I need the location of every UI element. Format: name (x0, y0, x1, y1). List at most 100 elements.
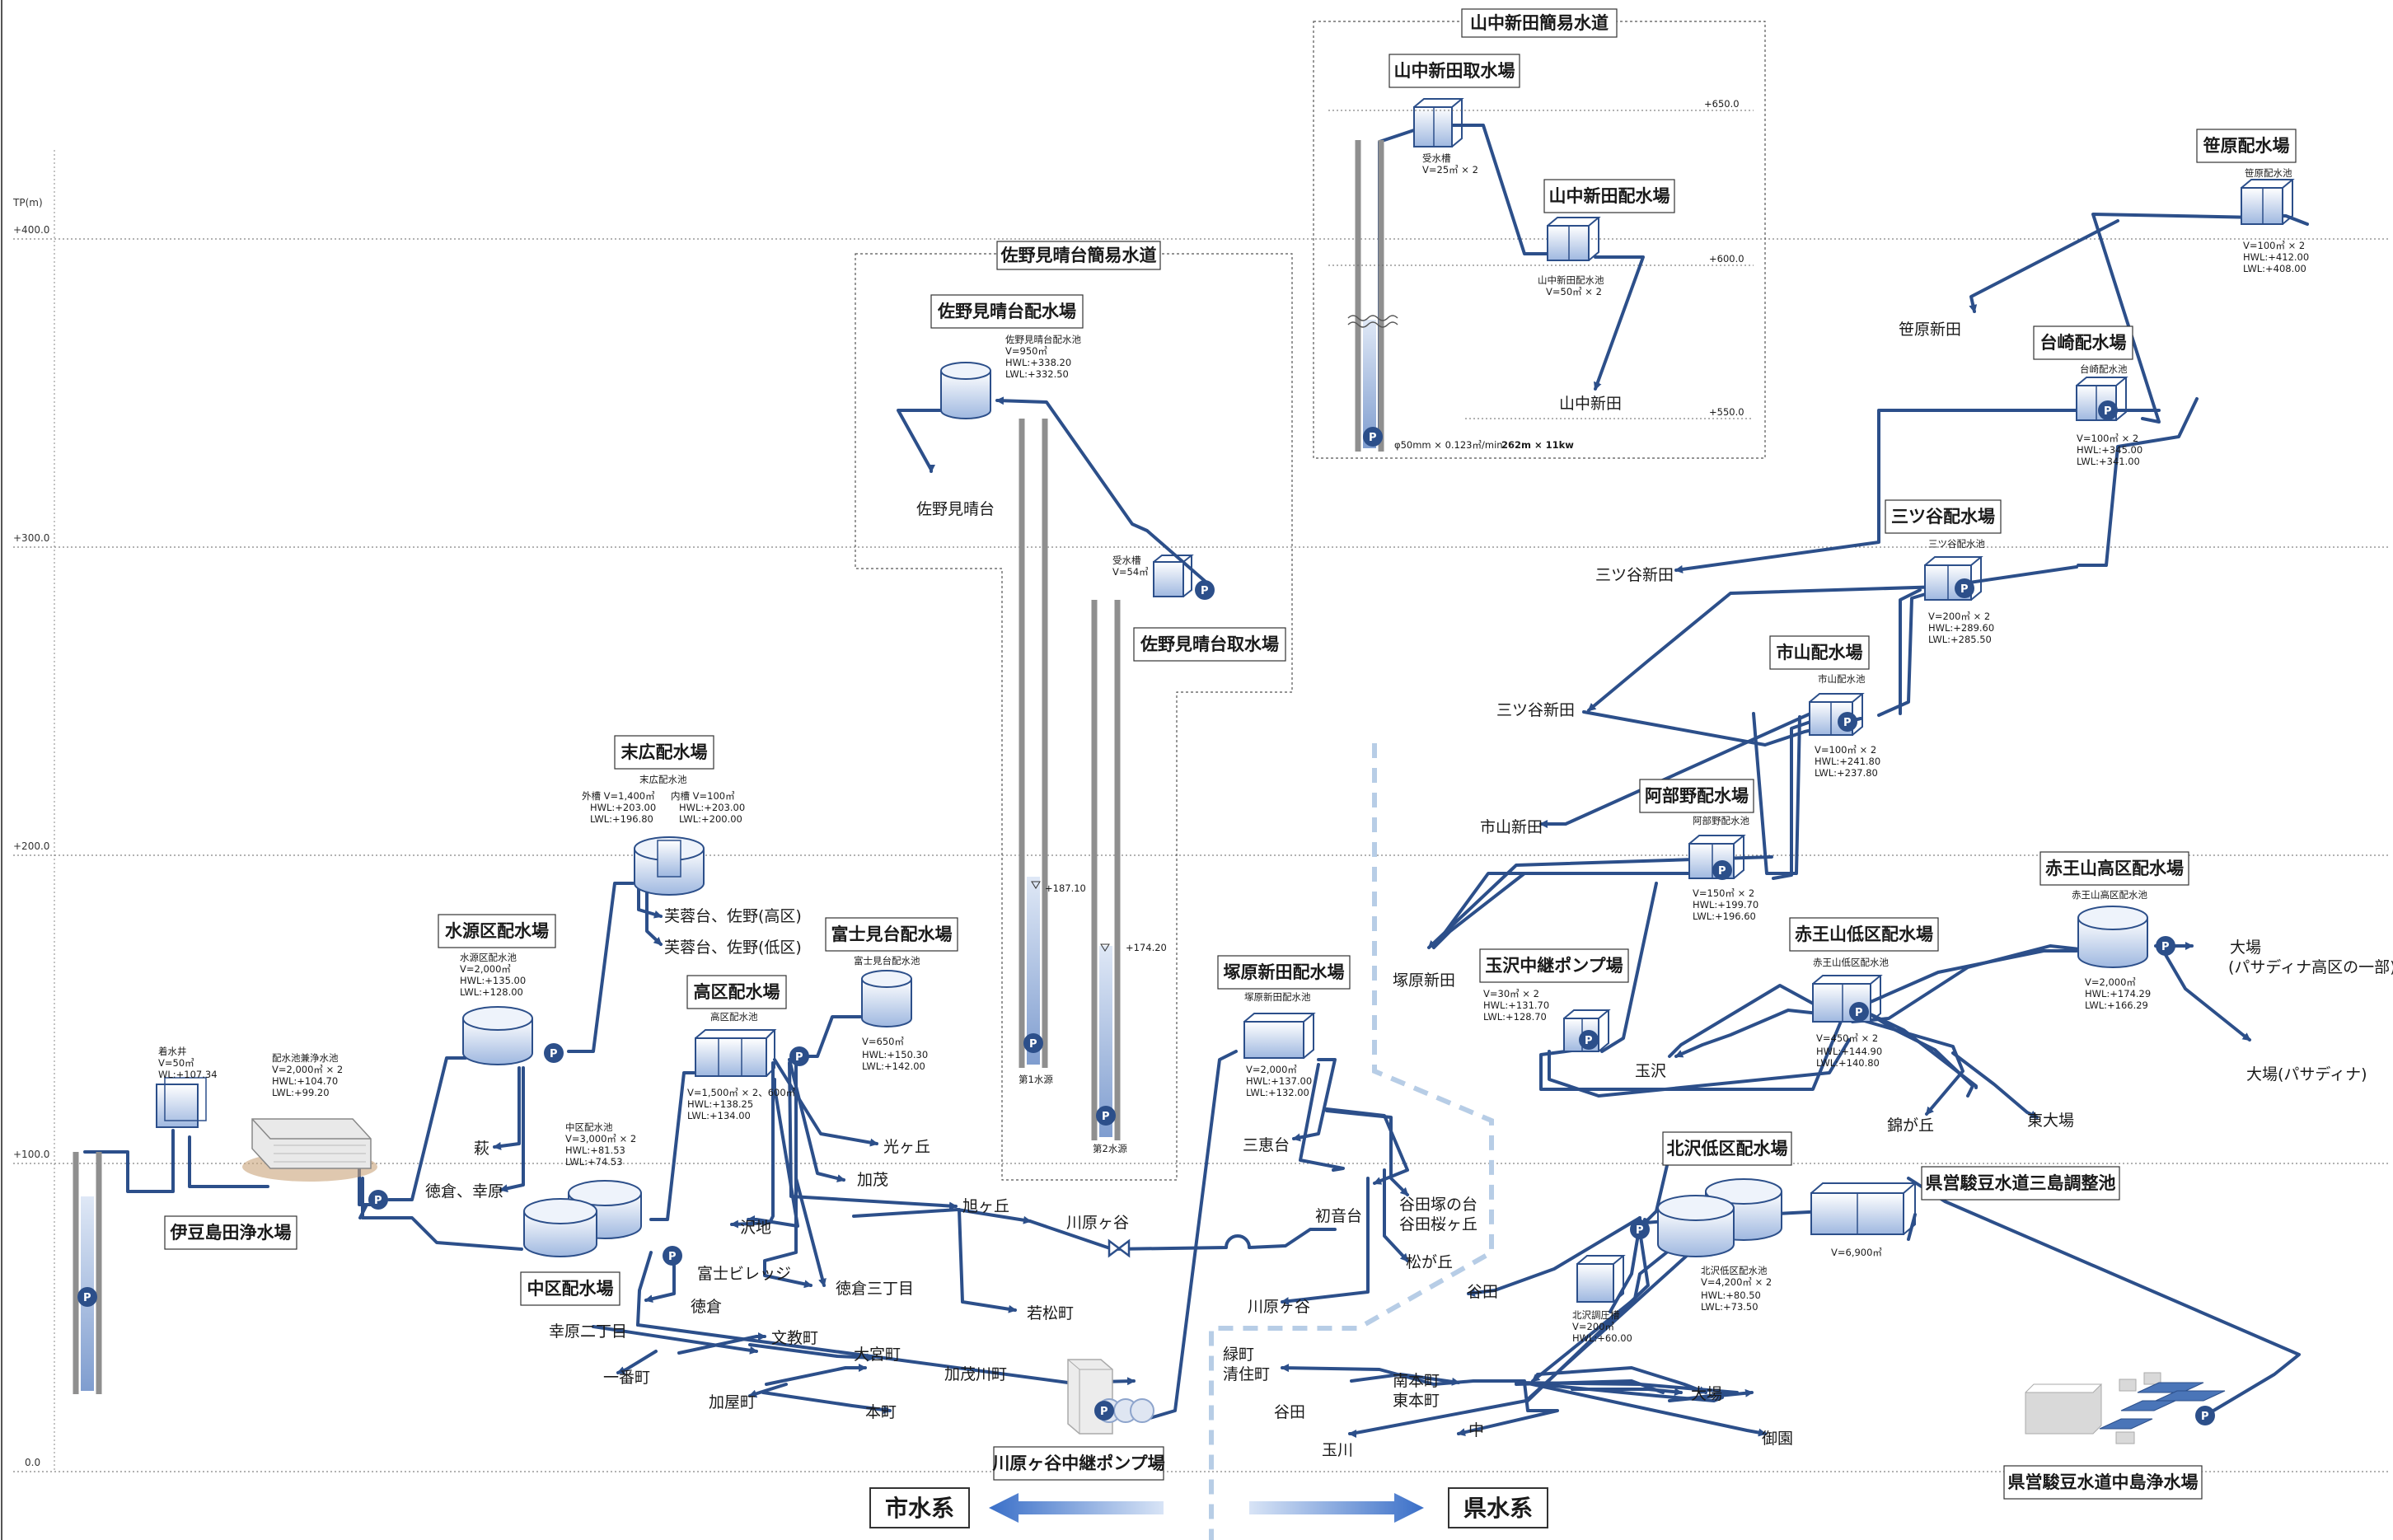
svg-text:HWL:+203.00: HWL:+203.00 (590, 802, 656, 813)
svg-text:塚原新田: 塚原新田 (1393, 971, 1455, 990)
svg-text:HWL:+137.00: HWL:+137.00 (1246, 1075, 1312, 1087)
svg-text:萩: 萩 (474, 1140, 489, 1158)
svg-text:HWL:+241.80: HWL:+241.80 (1815, 756, 1880, 767)
svg-text:富士ビレッジ: 富士ビレッジ (697, 1265, 791, 1283)
mishima-chosei-tank (1810, 1182, 1918, 1235)
kitazawa-tanks (1657, 1178, 1782, 1257)
svg-text:笹原新田: 笹原新田 (1899, 321, 1961, 339)
svg-text:文教町: 文教町 (771, 1329, 818, 1347)
svg-text:V=54㎥: V=54㎥ (1112, 566, 1149, 578)
svg-text:佐野見晴台: 佐野見晴台 (916, 500, 995, 518)
svg-text:LWL:+196.80: LWL:+196.80 (590, 813, 653, 825)
svg-text:HWL:+81.53: HWL:+81.53 (565, 1144, 625, 1156)
svg-text:LWL:+140.80: LWL:+140.80 (1816, 1057, 1880, 1069)
kitazawa-chousei-tank (1576, 1255, 1626, 1303)
sano-jusui-tank (1153, 555, 1194, 597)
svg-text:加茂川町: 加茂川町 (944, 1365, 1007, 1383)
yamanaka-frame (1313, 21, 1766, 459)
svg-text:佐野見晴台配水池: 佐野見晴台配水池 (1005, 334, 1081, 345)
svg-text:LWL:+332.50: LWL:+332.50 (1005, 368, 1069, 380)
yamanaka-frame-label: 山中新田簡易水道 (1470, 13, 1609, 33)
svg-text:一番町: 一番町 (603, 1369, 650, 1387)
svg-text:水源区配水池: 水源区配水池 (460, 952, 517, 963)
abeno-label: 阿部野配水場 (1645, 786, 1749, 806)
fujimidai-label: 富士見台配水場 (831, 924, 953, 944)
nakajima-jousui-plant (2025, 1372, 2226, 1444)
svg-text:P: P (795, 1051, 803, 1064)
svg-text:V=25㎥ × 2: V=25㎥ × 2 (1422, 164, 1478, 176)
svg-text:受水槽: 受水槽 (1112, 555, 1141, 566)
svg-text:LWL:+237.80: LWL:+237.80 (1815, 767, 1878, 779)
svg-text:P: P (1843, 717, 1852, 729)
svg-text:沢地: 沢地 (740, 1219, 771, 1237)
svg-text:HWL:+60.00: HWL:+60.00 (1572, 1332, 1632, 1344)
svg-text:HWL:+199.70: HWL:+199.70 (1693, 899, 1758, 910)
svg-text:台崎配水池: 台崎配水池 (2080, 363, 2128, 375)
svg-text:末広配水池: 末広配水池 (639, 774, 687, 785)
tsukahara-tank (1243, 1013, 1316, 1059)
svg-text:V=50㎥ × 2: V=50㎥ × 2 (1546, 286, 1602, 297)
akaoyama-kou-tank (2077, 906, 2148, 968)
sano-shusui-label: 佐野見晴台取水場 (1140, 634, 1279, 654)
svg-text:HWL:+104.70: HWL:+104.70 (272, 1075, 338, 1087)
facility-labels: 伊豆島田浄水場 水源区配水場 末広配水場 中区配水場 高区配水場 富士見台配水場… (164, 54, 2297, 1500)
abeno-tank (1688, 835, 1746, 879)
svg-text:HWL:+150.30: HWL:+150.30 (862, 1049, 928, 1060)
ichiyama-label: 市山配水場 (1777, 643, 1863, 662)
svg-text:P: P (374, 1195, 382, 1207)
svg-text:V=2,000㎥ × 2: V=2,000㎥ × 2 (272, 1064, 343, 1075)
svg-text:P: P (668, 1251, 677, 1263)
svg-text:V=150㎥ × 2: V=150㎥ × 2 (1693, 887, 1754, 899)
svg-text:光ヶ丘: 光ヶ丘 (883, 1138, 930, 1156)
svg-text:清住町: 清住町 (1223, 1365, 1270, 1383)
svg-text:262m × 11kw: 262m × 11kw (1501, 439, 1574, 451)
nakaku-label: 中区配水場 (527, 1279, 614, 1299)
svg-text:谷田塚の台: 谷田塚の台 (1399, 1196, 1477, 1214)
svg-text:阿部野配水池: 阿部野配水池 (1693, 815, 1749, 826)
svg-text:大場(パサディナ): 大場(パサディナ) (2246, 1065, 2367, 1084)
svg-text:HWL:+289.60: HWL:+289.60 (1928, 622, 1994, 634)
svg-text:富士見台配水池: 富士見台配水池 (854, 955, 920, 967)
sano-tank (940, 362, 991, 419)
svg-text:LWL:+128.00: LWL:+128.00 (460, 986, 523, 998)
svg-text:山中新田: 山中新田 (1559, 395, 1622, 413)
svg-text:LWL:+74.53: LWL:+74.53 (565, 1156, 623, 1168)
svg-text:第2水源: 第2水源 (1093, 1143, 1127, 1154)
svg-text:V=650㎥: V=650㎥ (862, 1036, 904, 1047)
prefecture-system-label: 県水系 (1463, 1495, 1533, 1522)
svg-text:V=3,000㎥ × 2: V=3,000㎥ × 2 (565, 1133, 636, 1144)
svg-text:P: P (1100, 1406, 1108, 1418)
svg-text:谷田桜ヶ丘: 谷田桜ヶ丘 (1399, 1215, 1477, 1233)
svg-text:LWL:+132.00: LWL:+132.00 (1246, 1087, 1309, 1098)
svg-text:徳倉三丁目: 徳倉三丁目 (836, 1280, 914, 1298)
jousuichi-building (242, 1118, 377, 1182)
izushimada-source-well (73, 1152, 102, 1394)
svg-text:P: P (1029, 1038, 1037, 1051)
svg-text:東大場: 東大場 (2027, 1112, 2074, 1130)
svg-text:LWL:+99.20: LWL:+99.20 (272, 1087, 330, 1098)
svg-text:P: P (2161, 941, 2170, 953)
svg-text:HWL:+338.20: HWL:+338.20 (1005, 357, 1071, 368)
svg-text:旭ヶ丘: 旭ヶ丘 (962, 1197, 1009, 1215)
svg-text:笹原配水池: 笹原配水池 (2245, 167, 2292, 179)
yamanaka-haisui-tank (1547, 217, 1601, 261)
svg-text:P: P (1585, 1035, 1593, 1047)
svg-text:φ50mm × 0.123㎥/min: φ50mm × 0.123㎥/min (1394, 439, 1503, 451)
svg-text:着水井: 着水井 (158, 1046, 187, 1057)
svg-text:P: P (1201, 585, 1209, 597)
svg-text:P: P (1718, 865, 1726, 878)
sasahara-label: 笹原配水場 (2203, 136, 2290, 156)
svg-text:市山配水池: 市山配水池 (1818, 673, 1866, 685)
svg-text:HWL:+131.70: HWL:+131.70 (1483, 999, 1549, 1011)
svg-text:芙蓉台、佐野(低区): 芙蓉台、佐野(低区) (664, 939, 802, 957)
svg-text:LWL:+142.00: LWL:+142.00 (862, 1060, 925, 1072)
izushimada-label: 伊豆島田浄水場 (170, 1223, 292, 1243)
sano-haisui-label: 佐野見晴台配水場 (937, 302, 1076, 321)
svg-text:HWL:+174.29: HWL:+174.29 (2085, 988, 2151, 999)
svg-text:南本町: 南本町 (1393, 1372, 1440, 1390)
svg-text:WL:+107.34: WL:+107.34 (158, 1069, 218, 1080)
suehiro-tank (634, 836, 705, 896)
svg-text:V=950㎥: V=950㎥ (1005, 345, 1047, 357)
svg-text:V=2,000㎥: V=2,000㎥ (1246, 1064, 1297, 1075)
